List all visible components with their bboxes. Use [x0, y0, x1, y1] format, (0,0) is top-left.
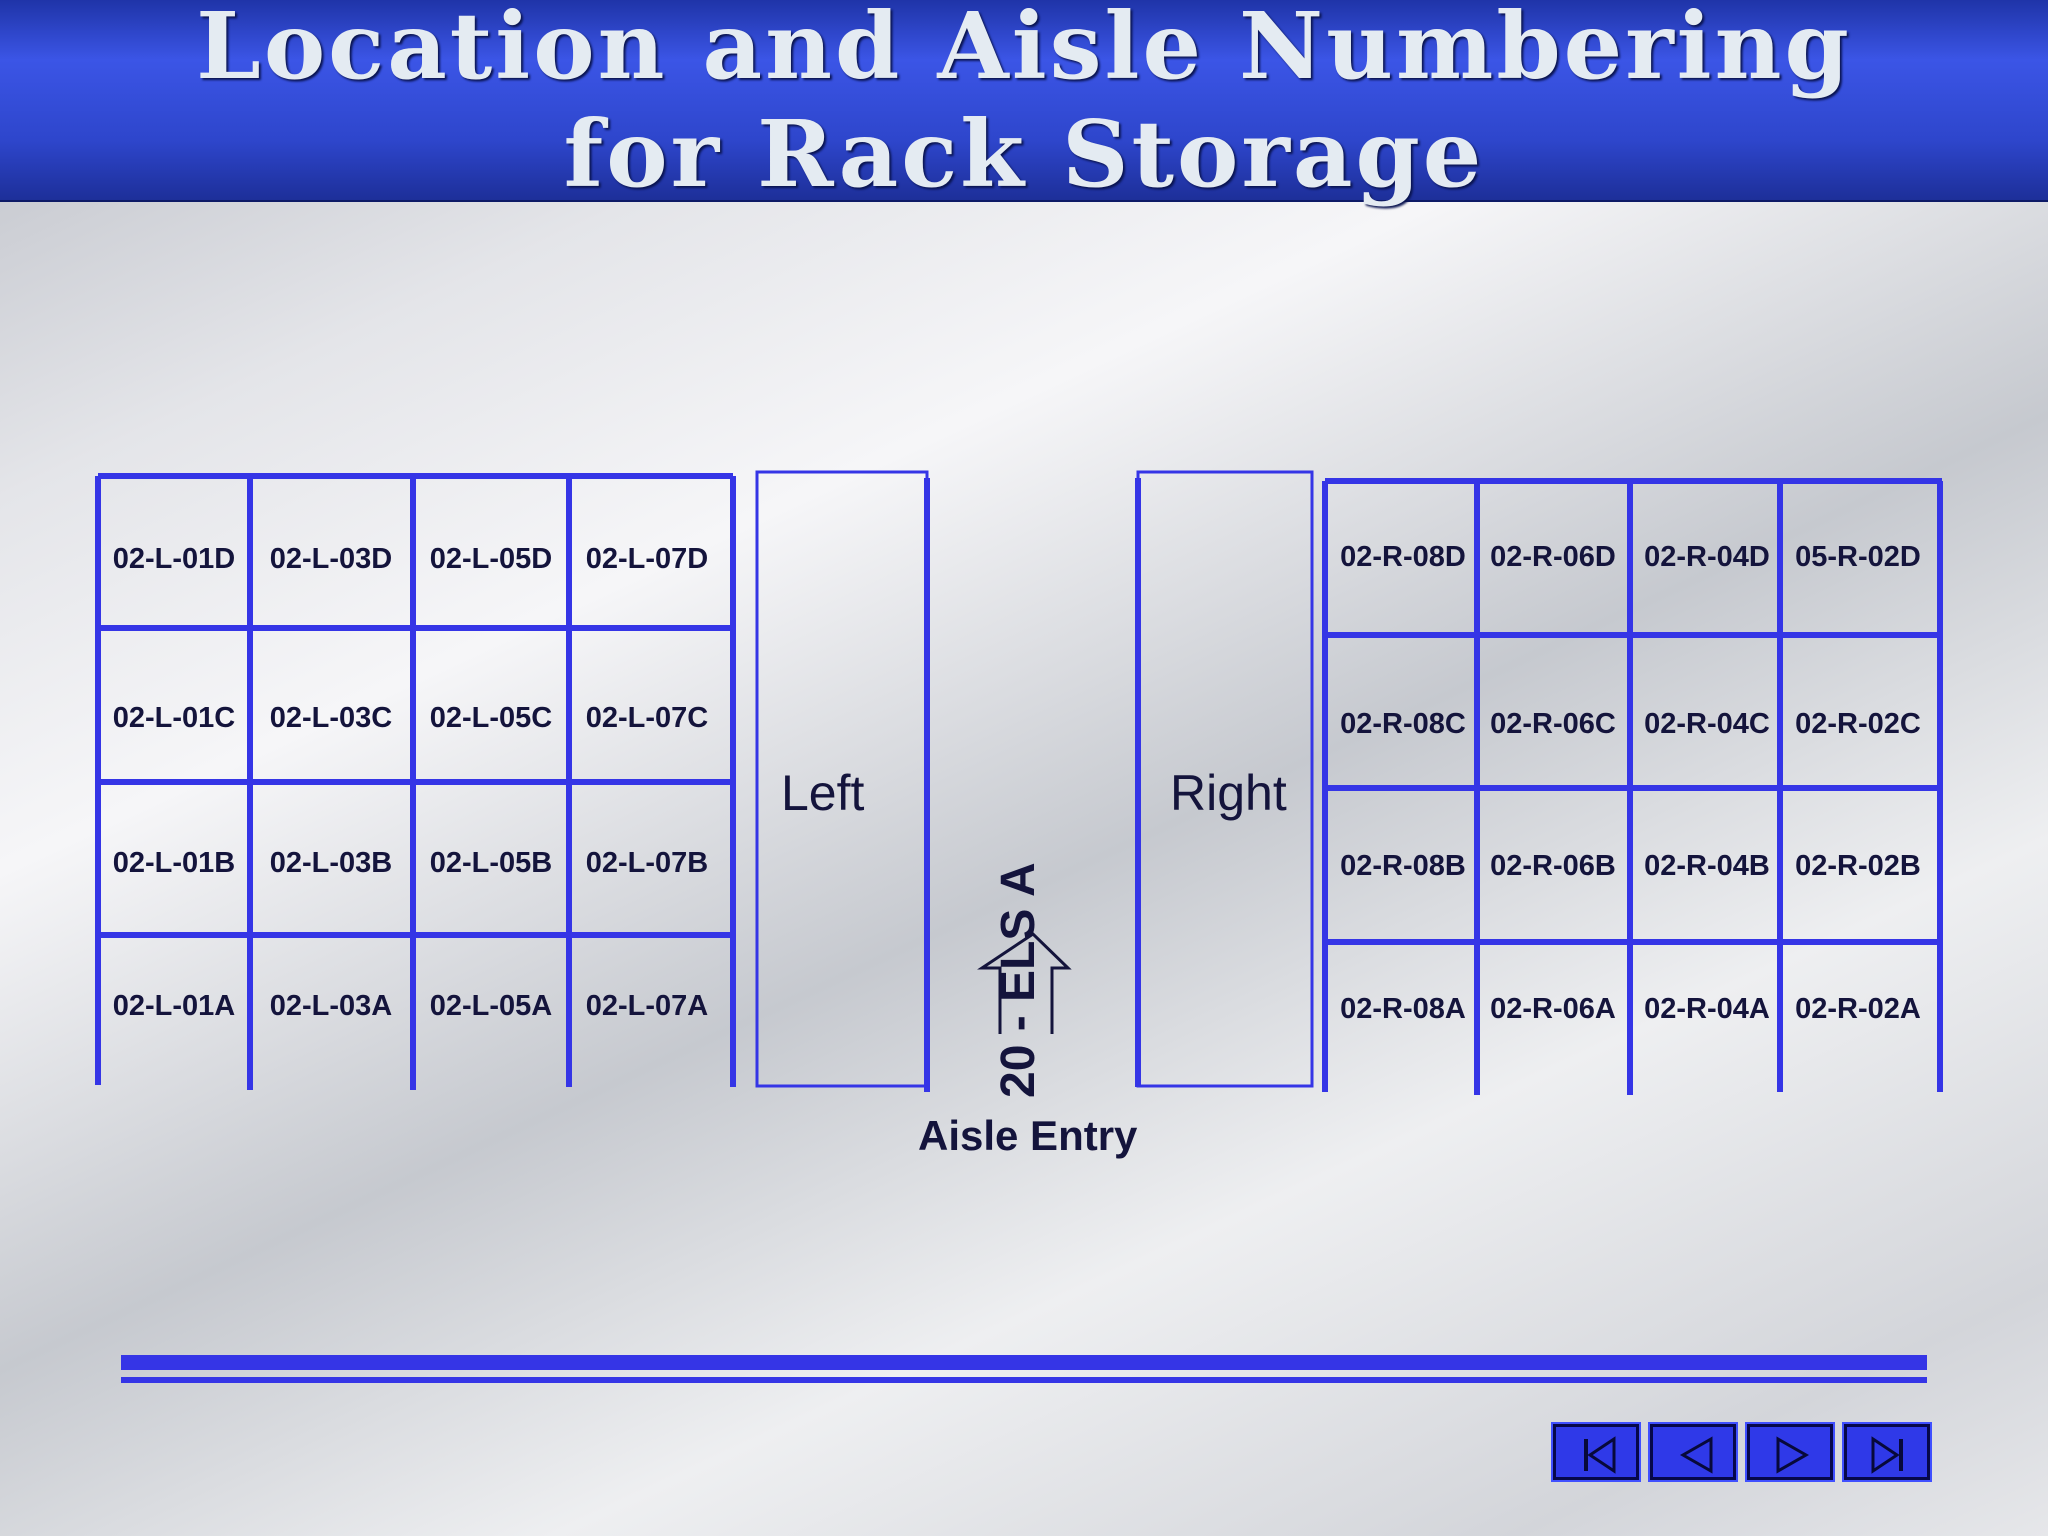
rack-location-label: 02-L-01B: [113, 847, 236, 879]
rack-location-label: 02-R-04D: [1644, 541, 1770, 573]
title-banner: Location and Aisle Numbering for Rack St…: [0, 0, 2048, 208]
rack-location-label: 02-L-05D: [430, 543, 553, 575]
rack-location-label: 02-L-01D: [113, 543, 236, 575]
right-label: Right: [1170, 765, 1287, 821]
rack-location-label: 02-R-08D: [1340, 541, 1466, 573]
rack-location-label: 02-L-01C: [113, 702, 236, 734]
left-label: Left: [781, 765, 865, 821]
rack-location-label: 02-L-01A: [113, 990, 236, 1022]
rack-location-label: 02-R-04C: [1644, 708, 1770, 740]
right-rack-locations: 02-R-08D 02-R-06D 02-R-04D 05-R-02D 02-R-08C…: [1340, 541, 1921, 1025]
rack-location-label: 02-R-02B: [1795, 850, 1921, 882]
rack-location-label: 02-R-06B: [1490, 850, 1616, 882]
rack-location-label: 02-L-07A: [586, 990, 709, 1022]
rack-location-label: 02-L-03D: [270, 543, 393, 575]
rack-location-label: 02-L-03B: [270, 847, 393, 879]
previous-page-icon: [1679, 1436, 1713, 1474]
rack-location-label: 02-R-08B: [1340, 850, 1466, 882]
last-page-icon: [1871, 1436, 1903, 1474]
footer-divider: [121, 1355, 1927, 1370]
rack-location-label: 02-R-08A: [1340, 993, 1466, 1025]
rack-location-label: 02-R-08C: [1340, 708, 1466, 740]
previous-slide-button[interactable]: [1648, 1422, 1738, 1482]
first-page-icon: [1584, 1436, 1616, 1474]
rack-location-label: 02-R-06D: [1490, 541, 1616, 573]
left-rack-locations: 02-L-01D 02-L-03D 02-L-05D 02-L-07D 02-L-01C…: [113, 543, 709, 1022]
last-slide-button[interactable]: [1842, 1422, 1932, 1482]
first-slide-button[interactable]: [1551, 1422, 1641, 1482]
footer-divider-thin: [121, 1377, 1927, 1383]
rack-location-label: 02-L-07B: [586, 847, 709, 879]
rack-location-label: 02-L-05B: [430, 847, 553, 879]
title-line-1: Location and Aisle Numbering: [196, 0, 1852, 100]
rack-location-label: 02-R-02A: [1795, 993, 1921, 1025]
left-rack-grid: [95, 473, 736, 1090]
rack-location-label: 02-L-03A: [270, 990, 393, 1022]
rack-location-label: 02-R-04B: [1644, 850, 1770, 882]
rack-location-label: 02-R-02C: [1795, 708, 1921, 740]
rack-location-label: 02-L-03C: [270, 702, 393, 734]
next-slide-button[interactable]: [1745, 1422, 1835, 1482]
next-page-icon: [1776, 1436, 1810, 1474]
rack-location-label: 02-L-07C: [586, 702, 709, 734]
rack-location-label: 02-R-06C: [1490, 708, 1616, 740]
aisle-label: 20 - ELS A: [992, 862, 1045, 1098]
right-rack-grid: [1322, 478, 1943, 1095]
rack-location-label: 02-L-05C: [430, 702, 553, 734]
rack-location-label: 02-R-04A: [1644, 993, 1770, 1025]
aisle-entry-label: Aisle Entry: [918, 1112, 1138, 1159]
rack-location-label: 02-L-07D: [586, 543, 709, 575]
rack-location-label: 02-L-05A: [430, 990, 553, 1022]
rack-location-label: 02-R-06A: [1490, 993, 1616, 1025]
title-line-2: for Rack Storage: [563, 100, 1485, 208]
rack-location-label: 05-R-02D: [1795, 541, 1921, 573]
aisle-arrow-icon: [977, 932, 1072, 1034]
